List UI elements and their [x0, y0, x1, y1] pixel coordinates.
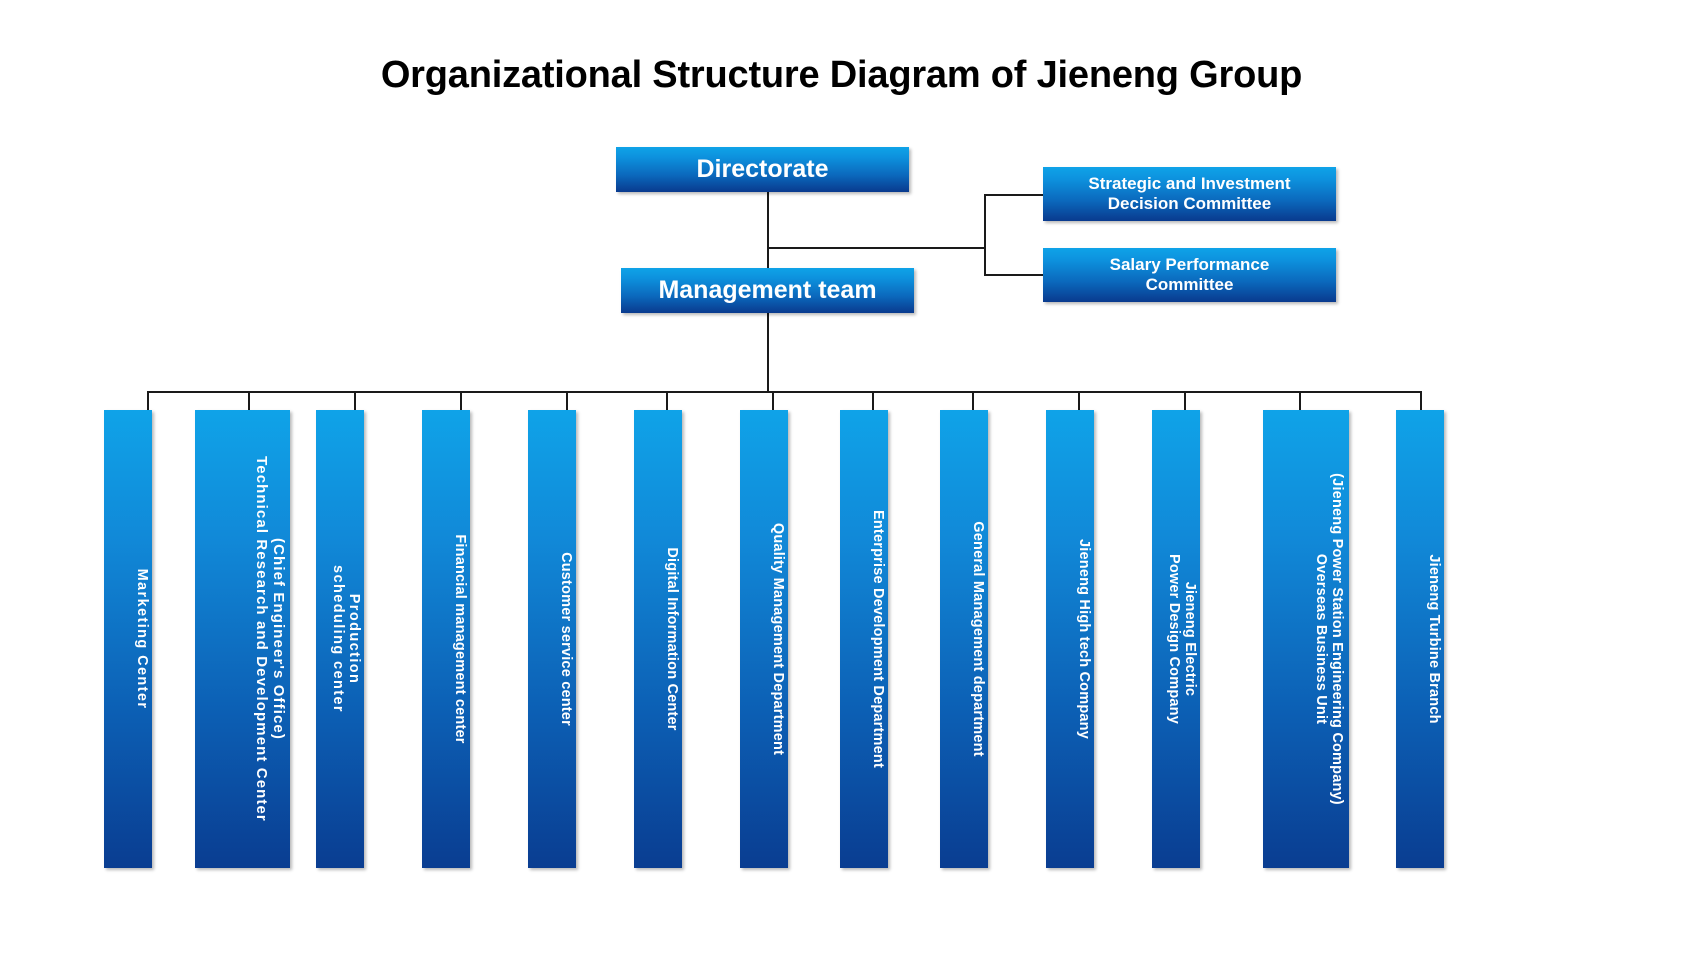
- connector-department-bus: [147, 391, 1420, 393]
- node-department-1-label-line1: Marketing Center: [134, 568, 150, 710]
- node-department-8-label-line1: Enterprise Development Department: [870, 510, 886, 768]
- connector-salary-committee-stub: [984, 274, 1045, 276]
- node-department-3-label-line2: scheduling center: [329, 565, 346, 713]
- node-strategic-investment-decision-committee[interactable]: Strategic and Investment Decision Commit…: [1043, 167, 1336, 221]
- node-strategic-committee-label-line2: Decision Committee: [1107, 194, 1272, 213]
- connector-committee-riser: [984, 194, 986, 275]
- node-department-technical-research-and-development-center[interactable]: (Chief Engineer's Office) Technical Rese…: [195, 410, 290, 868]
- node-department-general-management-department[interactable]: General Management department: [940, 410, 988, 868]
- node-department-4-label-line1: Financial management center: [452, 534, 468, 744]
- node-salary-committee-label-line1: Salary Performance: [1109, 254, 1270, 274]
- node-department-financial-management-center[interactable]: Financial management center: [422, 410, 470, 868]
- node-salary-performance-committee[interactable]: Salary Performance Committee: [1043, 248, 1336, 302]
- node-department-10-label-line1: Jieneng High tech Company: [1076, 539, 1092, 739]
- node-department-11-label-line1: Jieneng Electric: [1182, 581, 1198, 697]
- node-department-digital-information-center[interactable]: Digital Information Center: [634, 410, 682, 868]
- node-department-12-label-line2: Overseas Business Unit: [1312, 553, 1329, 725]
- node-department-11-label-line2: Power Design Company: [1165, 554, 1182, 724]
- node-department-jieneng-high-tech-company[interactable]: Jieneng High tech Company: [1046, 410, 1094, 868]
- node-strategic-committee-label-line1: Strategic and Investment: [1088, 173, 1291, 193]
- node-department-customer-service-center[interactable]: Customer service center: [528, 410, 576, 868]
- connector-drop-4: [460, 391, 462, 410]
- node-department-jieneng-turbine-branch[interactable]: Jieneng Turbine Branch: [1396, 410, 1444, 868]
- node-department-marketing-center[interactable]: Marketing Center: [104, 410, 152, 868]
- node-department-production-scheduling-center[interactable]: Production scheduling center: [316, 410, 364, 868]
- node-department-quality-management-department[interactable]: Quality Management Department: [740, 410, 788, 868]
- node-department-13-label-line1: Jieneng Turbine Branch: [1426, 554, 1442, 724]
- node-management-team-label: Management team: [658, 275, 877, 304]
- node-department-3-label-line1: Production: [346, 593, 362, 685]
- node-department-2-label-line2: Technical Research and Development Cente…: [253, 456, 271, 822]
- connector-drop-9: [972, 391, 974, 410]
- node-department-2-label-line1: (Chief Engineer's Office): [270, 538, 287, 740]
- node-department-enterprise-development-department[interactable]: Enterprise Development Department: [840, 410, 888, 868]
- connector-drop-10: [1078, 391, 1080, 410]
- connector-drop-8: [872, 391, 874, 410]
- connector-drop-6: [666, 391, 668, 410]
- connector-committee-branch: [767, 247, 985, 249]
- connector-management-stem: [767, 313, 769, 392]
- connector-drop-3: [354, 391, 356, 410]
- connector-drop-1: [147, 391, 149, 410]
- node-directorate-label: Directorate: [696, 154, 829, 183]
- node-department-5-label-line1: Customer service center: [558, 552, 574, 726]
- connector-drop-13: [1420, 391, 1422, 410]
- node-department-12-label-line1: (Jieneng Power Station Engineering Compa…: [1329, 473, 1345, 805]
- connector-directorate-stem: [767, 192, 769, 314]
- node-department-jieneng-electric-power-design-company[interactable]: Jieneng Electric Power Design Company: [1152, 410, 1200, 868]
- connector-drop-2: [248, 391, 250, 410]
- node-salary-committee-label-line2: Committee: [1145, 275, 1234, 294]
- node-department-9-label-line1: General Management department: [970, 521, 986, 757]
- connector-drop-7: [772, 391, 774, 410]
- connector-strategic-committee-stub: [984, 194, 1045, 196]
- page-title: Organizational Structure Diagram of Jien…: [380, 54, 1303, 96]
- node-department-7-label-line1: Quality Management Department: [770, 522, 786, 756]
- connector-drop-11: [1184, 391, 1186, 410]
- connector-drop-5: [566, 391, 568, 410]
- node-directorate[interactable]: Directorate: [616, 147, 909, 192]
- node-management-team[interactable]: Management team: [621, 268, 914, 313]
- node-department-6-label-line1: Digital Information Center: [664, 547, 680, 731]
- node-department-overseas-business-unit[interactable]: (Jieneng Power Station Engineering Compa…: [1263, 410, 1349, 868]
- connector-drop-12: [1299, 391, 1301, 410]
